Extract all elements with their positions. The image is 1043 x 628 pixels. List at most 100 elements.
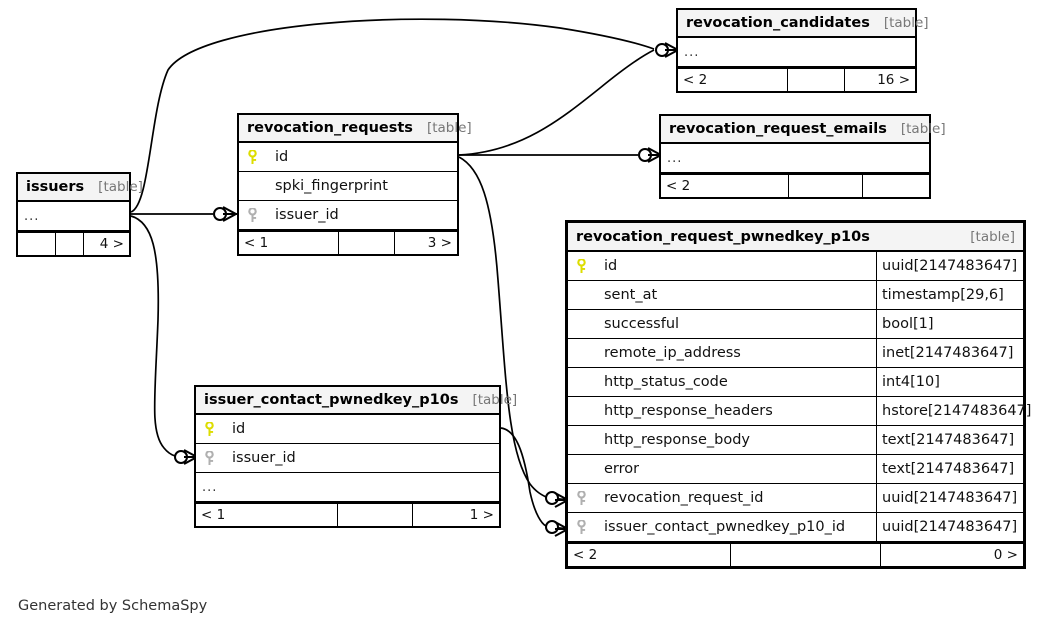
footer-right: 1 > — [469, 507, 494, 523]
footer-left: < 1 — [196, 504, 338, 526]
table-row: issuer_id — [239, 201, 457, 230]
primary-key-icon — [239, 149, 265, 165]
column-name: remote_ip_address — [604, 345, 741, 361]
table-header: revocation_requests [table] — [239, 115, 472, 143]
column-name: spki_fingerprint — [275, 178, 388, 194]
footer-mid — [338, 504, 413, 526]
table-row: http_response_headers hstore[2147483647] — [568, 397, 1031, 426]
footer-mid — [788, 69, 845, 91]
footer-mid — [731, 544, 881, 566]
column-type: bool[1] — [876, 310, 1023, 338]
table-row: successful bool[1] — [568, 310, 1023, 339]
footer-mid — [789, 175, 863, 197]
ellipsis-row: ... — [24, 208, 40, 224]
table-header: revocation_request_pwnedkey_p10s [table] — [568, 223, 1023, 252]
column-name: http_response_headers — [604, 403, 773, 419]
column-type: inet[2147483647] — [876, 339, 1023, 367]
table-header: issuer_contact_pwnedkey_p10s [table] — [196, 387, 517, 415]
column-name: http_status_code — [604, 374, 728, 390]
table-name: issuers — [26, 179, 85, 195]
table-row: id uuid[2147483647] — [568, 252, 1023, 281]
footer-mid — [339, 232, 395, 254]
table-issuer-contact-pwnedkey-p10s[interactable]: issuer_contact_pwnedkey_p10s [table] id … — [194, 385, 517, 528]
table-row: ... — [678, 38, 915, 67]
table-name: revocation_request_emails — [669, 121, 887, 137]
table-row: http_response_body text[2147483647] — [568, 426, 1023, 455]
footer-left: < 2 — [568, 544, 731, 566]
table-footer: < 1 1 > — [196, 502, 499, 526]
column-type: uuid[2147483647] — [876, 484, 1023, 512]
column-type: int4[10] — [876, 368, 1023, 396]
table-row: issuer_id — [196, 444, 499, 473]
table-row: revocation_request_id uuid[2147483647] — [568, 484, 1023, 513]
footer-left: < 2 — [661, 175, 789, 197]
table-tag: [table] — [883, 15, 929, 31]
foreign-key-icon — [196, 450, 222, 466]
ellipsis-row: ... — [202, 479, 218, 495]
column-name: issuer_id — [275, 207, 339, 223]
footer-right: 0 > — [993, 547, 1018, 563]
table-revocation-requests[interactable]: revocation_requests [table] id spki_fing… — [237, 113, 472, 256]
table-issuers[interactable]: issuers [table] ... 4 > — [16, 172, 143, 257]
table-footer: 4 > — [18, 231, 129, 255]
generated-by-credit: Generated by SchemaSpy — [18, 598, 208, 614]
column-name: id — [604, 258, 618, 274]
table-revocation-candidates[interactable]: revocation_candidates [table] ... < 2 16… — [676, 8, 929, 93]
table-header: revocation_candidates [table] — [678, 10, 929, 38]
table-row: error text[2147483647] — [568, 455, 1023, 484]
column-name: sent_at — [604, 287, 658, 303]
table-row: id — [196, 415, 499, 444]
table-name: issuer_contact_pwnedkey_p10s — [204, 392, 459, 408]
footer-right — [863, 175, 929, 197]
column-name: successful — [604, 316, 680, 332]
primary-key-icon — [568, 258, 594, 274]
table-footer: < 2 — [661, 173, 929, 197]
column-type: uuid[2147483647] — [876, 513, 1023, 541]
column-name: issuer_id — [232, 450, 296, 466]
footer-left: < 1 — [239, 232, 339, 254]
column-type: timestamp[29,6] — [876, 281, 1023, 309]
table-footer: < 2 0 > — [568, 542, 1023, 566]
footer-right: 4 > — [99, 236, 124, 252]
table-row: ... — [661, 144, 929, 173]
table-name: revocation_requests — [247, 120, 413, 136]
column-type: text[2147483647] — [876, 426, 1023, 454]
column-type: uuid[2147483647] — [876, 252, 1023, 280]
footer-left — [18, 233, 56, 255]
column-name: id — [232, 421, 246, 437]
column-name: revocation_request_id — [604, 490, 764, 506]
column-name: id — [275, 149, 289, 165]
table-row: ... — [18, 202, 129, 231]
table-tag: [table] — [426, 120, 472, 136]
table-row: ... — [196, 473, 499, 502]
footer-right: 3 > — [427, 235, 452, 251]
table-name: revocation_request_pwnedkey_p10s — [576, 228, 870, 245]
primary-key-icon — [196, 421, 222, 437]
foreign-key-icon — [568, 490, 594, 506]
column-type: text[2147483647] — [876, 455, 1023, 483]
table-row: sent_at timestamp[29,6] — [568, 281, 1023, 310]
table-footer: < 2 16 > — [678, 67, 915, 91]
foreign-key-icon — [568, 519, 594, 535]
column-name: issuer_contact_pwnedkey_p10_id — [604, 519, 846, 535]
table-row: remote_ip_address inet[2147483647] — [568, 339, 1023, 368]
table-revocation-request-pwnedkey-p10s[interactable]: revocation_request_pwnedkey_p10s [table]… — [565, 220, 1031, 569]
column-name: error — [604, 461, 640, 477]
table-name: revocation_candidates — [686, 15, 870, 31]
column-name: http_response_body — [604, 432, 750, 448]
table-row: id — [239, 143, 457, 172]
table-footer: < 1 3 > — [239, 230, 457, 254]
table-header: revocation_request_emails [table] — [661, 116, 946, 144]
ellipsis-row: ... — [684, 44, 700, 60]
table-tag: [table] — [900, 121, 946, 137]
table-row: http_status_code int4[10] — [568, 368, 1023, 397]
foreign-key-icon — [239, 207, 265, 223]
table-row: spki_fingerprint — [239, 172, 457, 201]
column-type: hstore[2147483647] — [876, 397, 1031, 425]
table-tag: [table] — [98, 179, 143, 195]
table-revocation-request-emails[interactable]: revocation_request_emails [table] ... < … — [659, 114, 946, 199]
table-tag: [table] — [970, 228, 1015, 245]
table-header: issuers [table] — [18, 174, 143, 202]
footer-mid — [56, 233, 84, 255]
